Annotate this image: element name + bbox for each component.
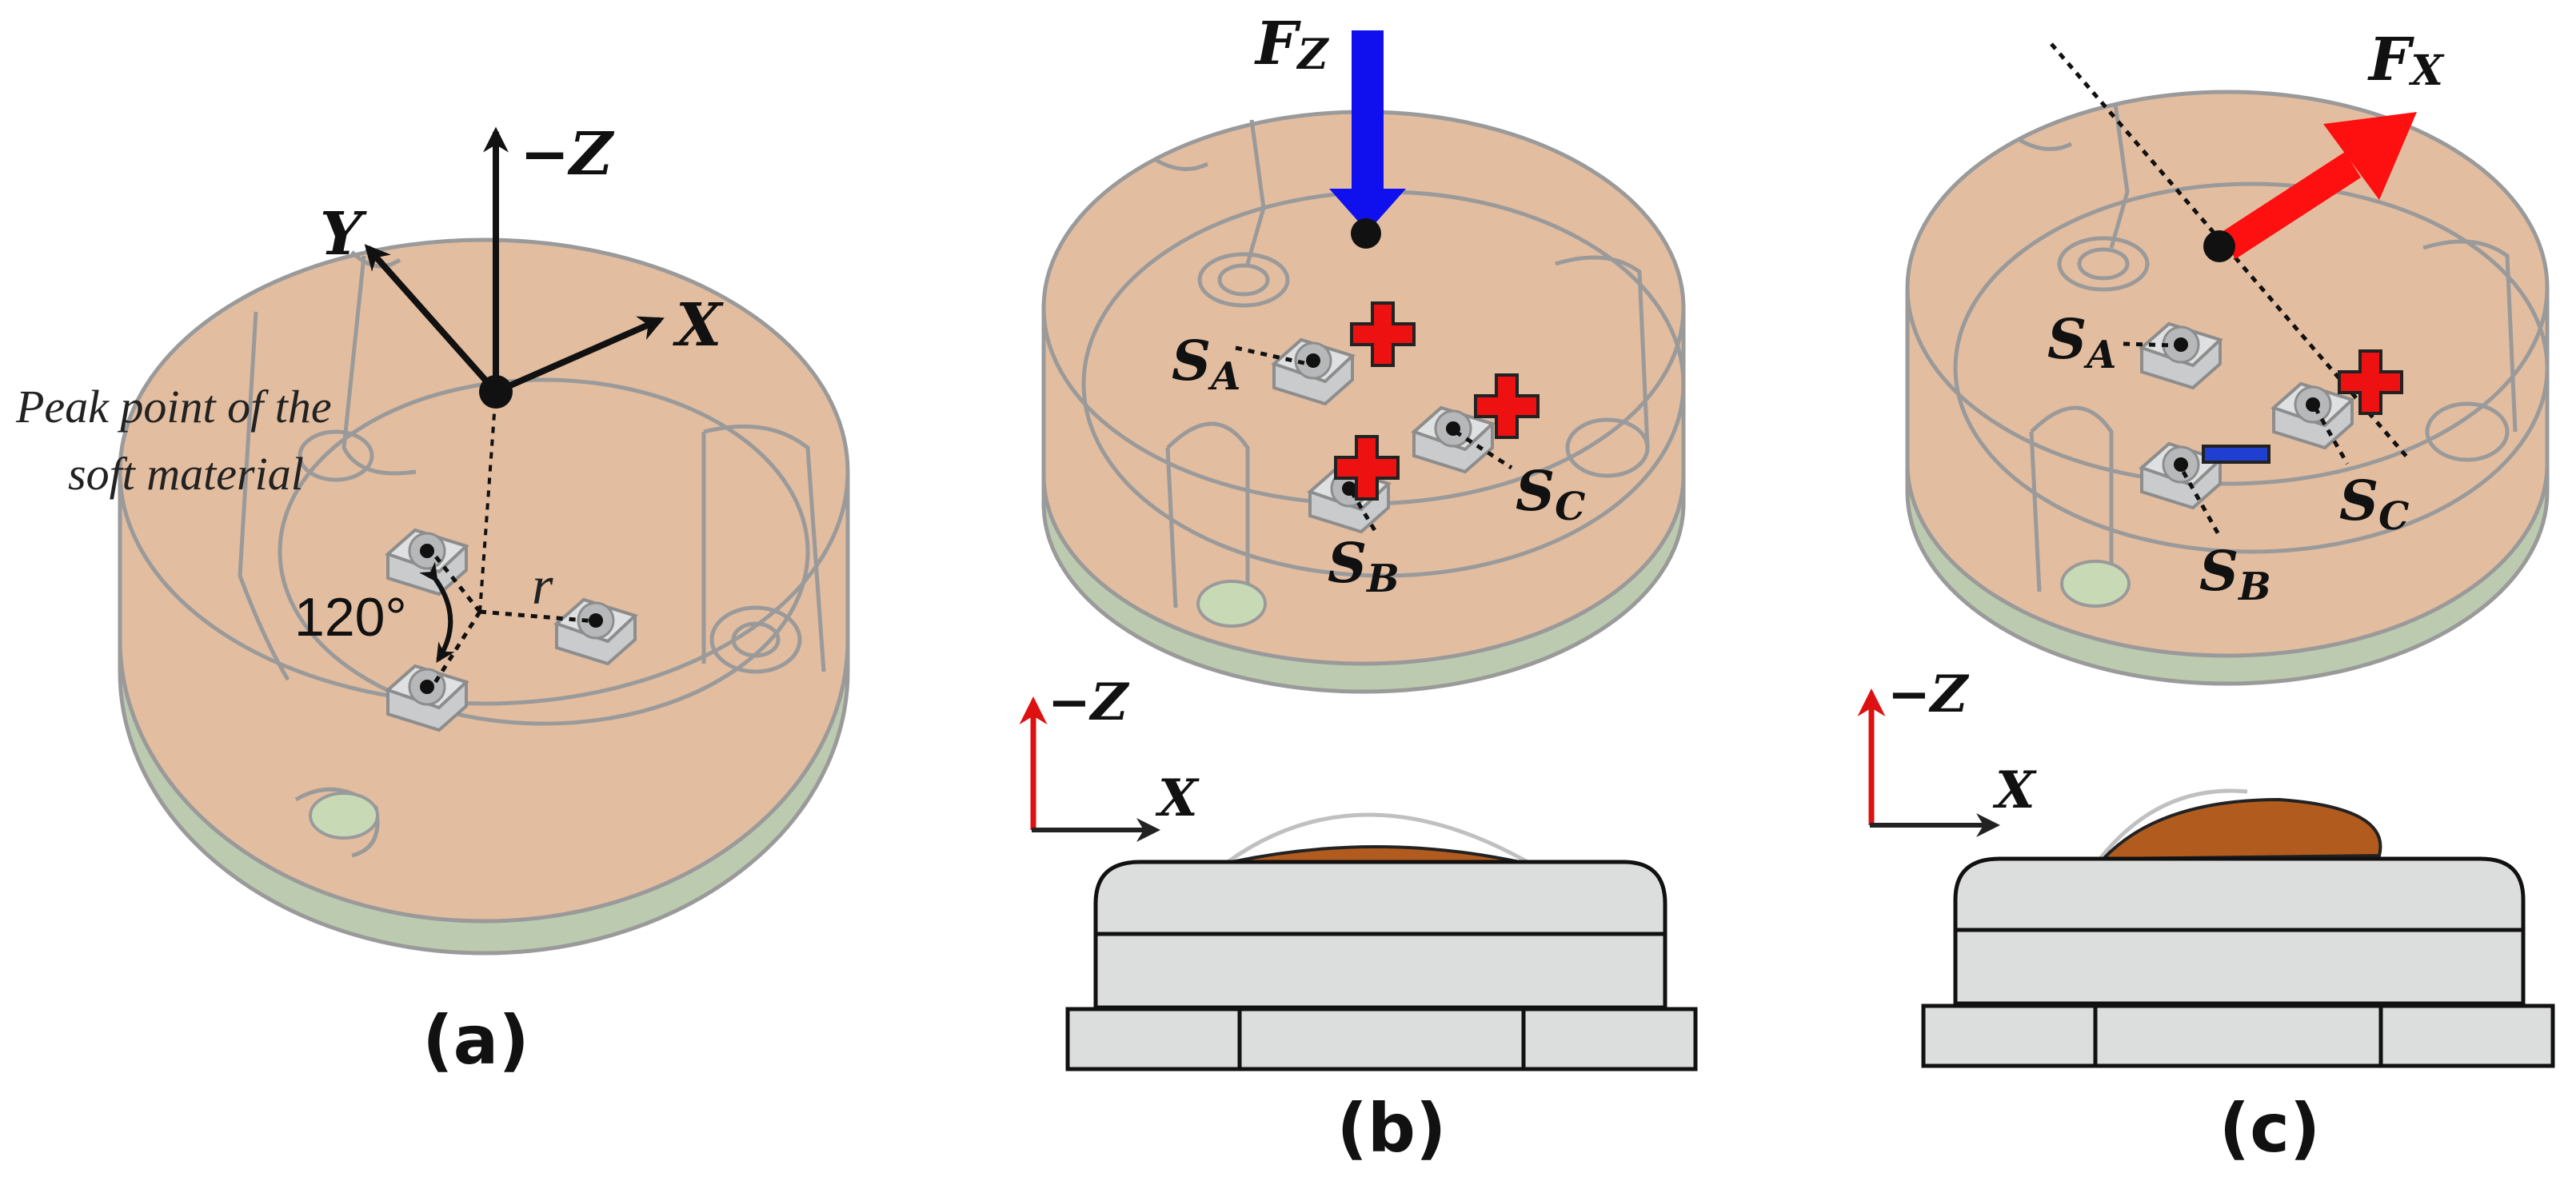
sensor-leaders-c: [2123, 341, 2350, 537]
sensor-label-sc-b: SC: [1516, 460, 1585, 529]
coordinate-frame-a: [364, 126, 665, 409]
sensor-label-sb-c: SB: [2199, 540, 2271, 609]
panel-a: 120° r −Z Y X Peak point of the soft mat…: [15, 120, 850, 1079]
force-arrow-z: [1329, 30, 1406, 249]
plus-sign-b-b: [1334, 435, 1400, 501]
force-label-fx: FX: [2367, 26, 2446, 95]
side-axis-x-c: X: [1992, 760, 2037, 820]
force-label-fz: FZ: [1254, 10, 1330, 79]
peak-point-label-line1: Peak point of the: [15, 381, 332, 433]
caption-b: (b): [1337, 1089, 1447, 1167]
minus-sign-c-b: [2202, 445, 2270, 464]
sensor-label-sb-b: SB: [1328, 532, 1400, 601]
side-view-sensor-b: [1065, 812, 1698, 1071]
plus-sign-b-a: [1350, 301, 1416, 367]
sensor-housing-c: [1905, 90, 2550, 686]
sensor-label-sa-b: SA: [1172, 329, 1240, 399]
sensor-label-sc-c: SC: [2339, 469, 2409, 539]
side-axis-x-b: X: [1155, 768, 1200, 828]
sensor-leaders-b: [1235, 345, 1513, 533]
sensor-label-sa-c: SA: [2047, 308, 2116, 377]
plus-sign-b-c: [1474, 373, 1540, 439]
caption-c: (c): [2219, 1089, 2321, 1167]
sensor-housing-a: [118, 237, 850, 956]
angle-label: 120°: [294, 587, 407, 648]
panel-b: FZ SA SB SC −Z X (b): [1019, 10, 1698, 1167]
side-view-frame-c: [1857, 688, 2000, 837]
side-view-sensor-c: [1921, 788, 2555, 1068]
axis-label-y: Y: [320, 200, 367, 269]
radius-label: r: [532, 555, 553, 616]
peak-point-label-line2: soft material: [68, 448, 304, 500]
geometry-guides-a: [419, 391, 597, 689]
force-arrow-x: [2203, 112, 2417, 262]
panel-c: FX SA SB SC −Z X (c): [1857, 26, 2555, 1167]
axis-label-neg-z: −Z: [520, 120, 615, 189]
axis-label-x: X: [673, 291, 724, 360]
peak-point-marker: [479, 375, 513, 409]
side-view-frame-b: [1019, 696, 1160, 842]
side-axis-neg-z-c: −Z: [1887, 664, 1970, 724]
side-axis-neg-z-b: −Z: [1048, 672, 1130, 732]
caption-a: (a): [422, 1001, 529, 1079]
plus-sign-c-c: [2338, 349, 2403, 415]
